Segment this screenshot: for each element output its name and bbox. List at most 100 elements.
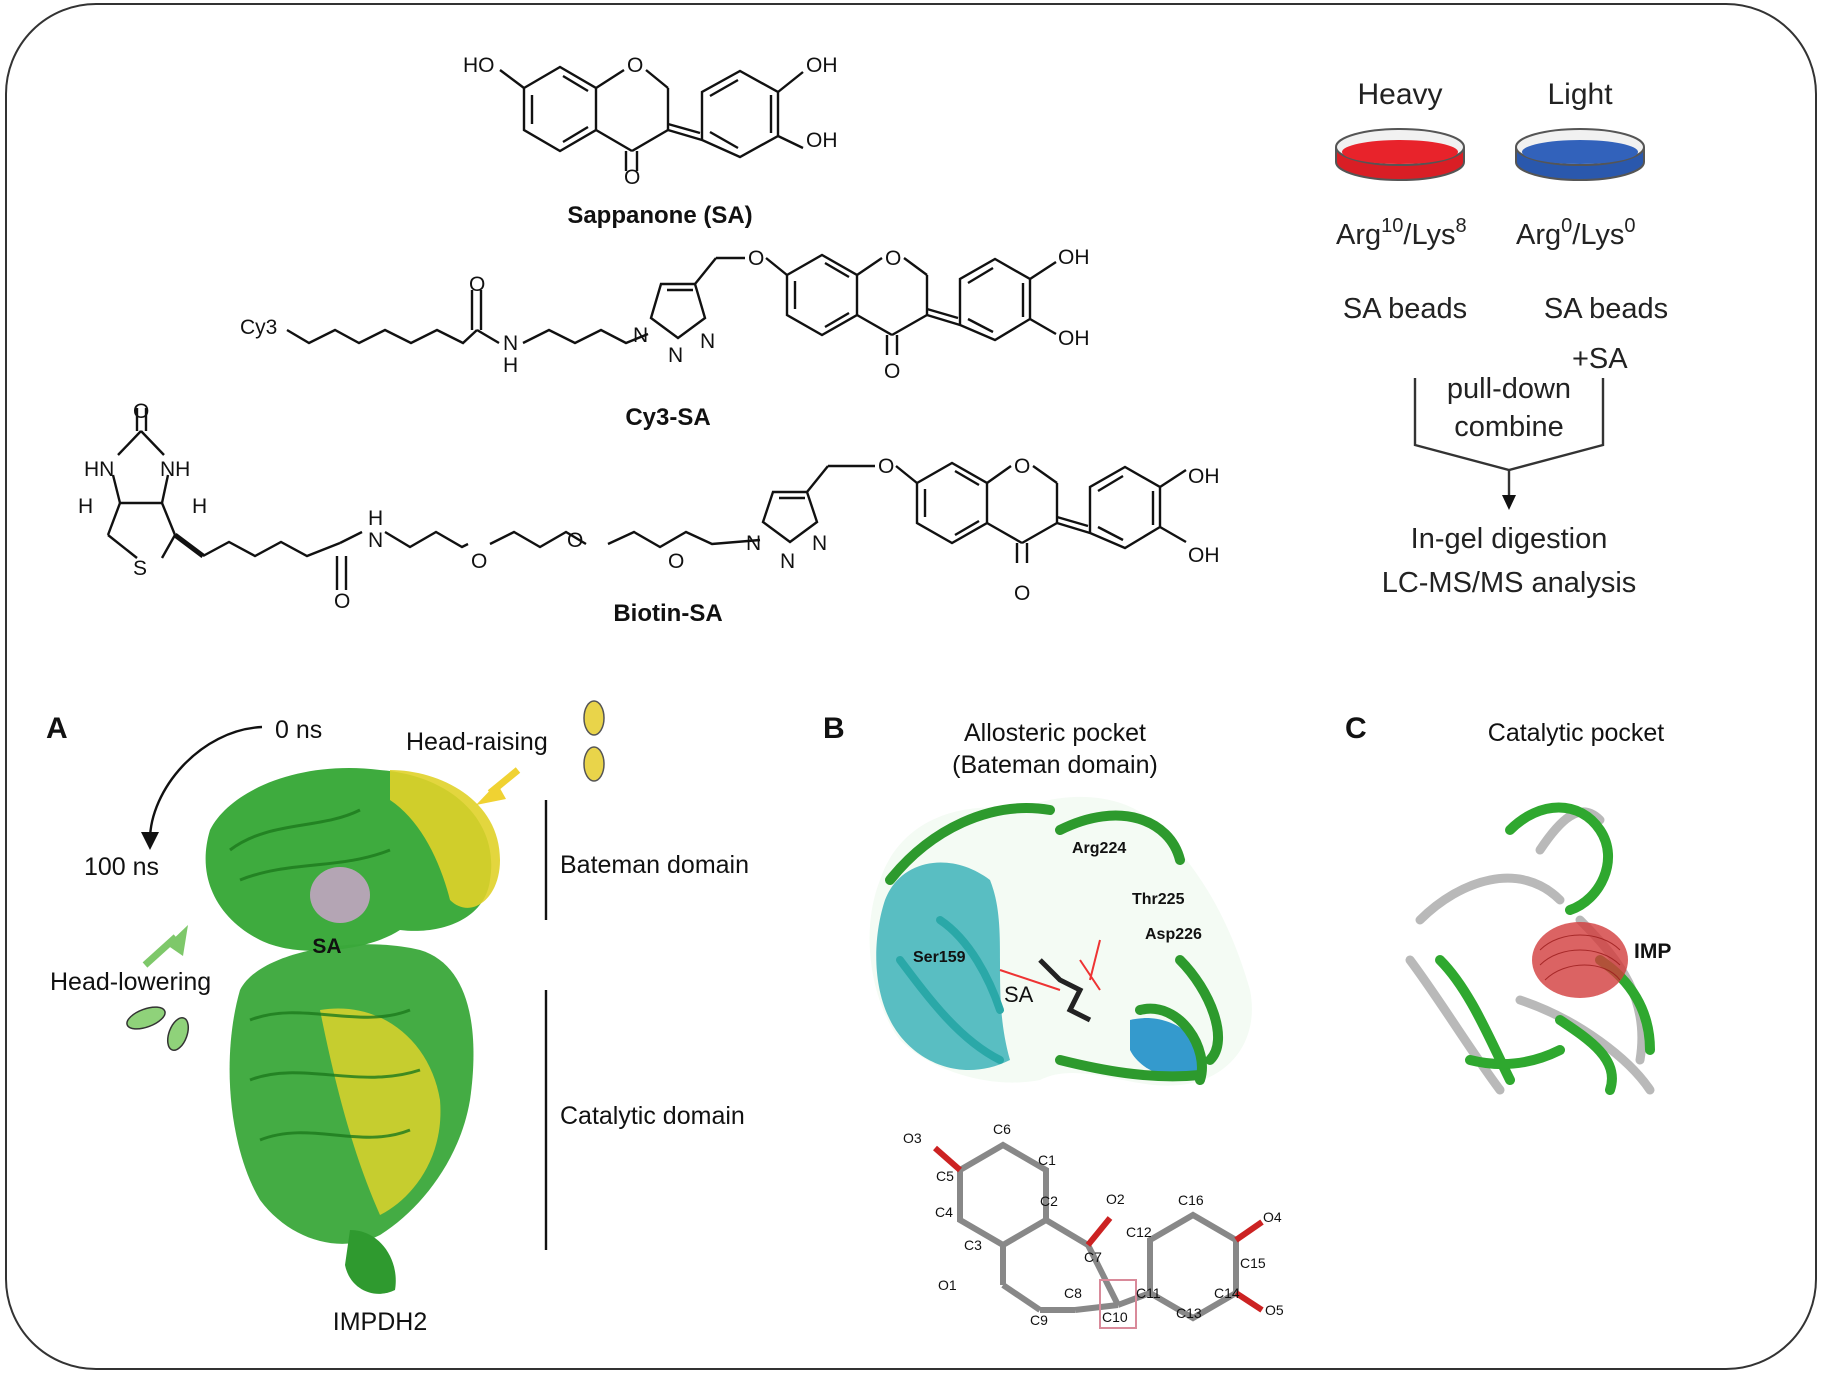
atom-c16: C16 [1178,1192,1204,1208]
step1-label: In-gel digestion [1411,523,1608,555]
atom-o5: O5 [1265,1302,1284,1318]
pulldown-label: pull-down [1447,373,1571,405]
panel-b-sa-label: SA [1004,982,1034,1007]
atom-c8: C8 [1064,1285,1082,1301]
cy3-n2-label: N [668,344,683,367]
biotin-h-left-label: H [78,495,93,518]
head-lowering-arrow [142,925,188,968]
time-end-label: 100 ns [84,853,159,881]
biotin-o-peg2-label: O [567,529,583,552]
cy3-o-ring-label: O [885,247,901,270]
sappanone-structure [499,65,804,171]
biotin-h-right-label: H [192,495,207,518]
cy3-o-keto-label: O [884,360,900,383]
light-dish [1515,128,1645,181]
plus-sa-label: +SA [1572,343,1628,375]
biotin-s-label: S [133,557,147,580]
atom-c4: C4 [935,1204,953,1220]
light-title: Light [1547,78,1613,111]
head-lowering-label: Head-lowering [50,968,211,996]
cy3-h-amide-label: H [503,354,518,377]
numbered-sa-structure [933,1141,1264,1329]
atom-c12: C12 [1126,1224,1152,1240]
cy3-oh1-label: OH [1058,246,1090,269]
sa-o-keto-label: O [624,166,640,189]
biotin-nh-label: NH [160,458,190,481]
cy3-label: Cy3 [240,316,277,339]
residue-thr225: Thr225 [1132,891,1185,908]
atom-c11: C11 [1136,1285,1161,1301]
time-start-label: 0 ns [275,716,322,744]
atom-o2: O2 [1106,1191,1125,1207]
biotin-o-keto-label: O [1014,582,1030,605]
atom-c3: C3 [964,1237,982,1253]
residue-arg224: Arg224 [1072,840,1126,857]
time-arrowhead [141,832,159,850]
biotin-n-amide-label: N [368,529,383,552]
impdh2-protein-render [205,768,500,1294]
atom-c6: C6 [993,1121,1011,1137]
biotin-o-peg3-label: O [668,550,684,573]
atom-c14: C14 [1214,1285,1240,1301]
atom-o3: O3 [903,1130,922,1146]
workflow-funnel [1413,378,1605,497]
atom-c7: C7 [1084,1249,1102,1265]
atom-c10: C10 [1102,1309,1128,1325]
biotin-hn-label: HN [84,458,114,481]
head-lowering-icon [126,1006,190,1052]
panel-c-letter: C [1345,712,1367,745]
atom-o1: O1 [938,1277,957,1293]
step2-label: LC-MS/MS analysis [1382,567,1637,599]
cy3-n1-label: N [633,324,648,347]
atom-c13: C13 [1176,1305,1202,1321]
biotin-sa-name: Biotin-SA [613,600,722,627]
atom-c2: C2 [1040,1193,1058,1209]
cy3-sa-structure [286,253,1057,355]
biotin-o-urea-label: O [133,400,149,423]
cy3-o-amide-label: O [469,273,485,296]
sa-name: Sappanone (SA) [567,202,752,229]
atom-c5: C5 [936,1168,954,1184]
cy3-oh2-label: OH [1058,327,1090,350]
panel-b-letter: B [823,712,845,745]
biotin-oh2-label: OH [1188,544,1220,567]
cy3-sa-name: Cy3-SA [625,404,710,431]
light-beads-label: SA beads [1544,293,1668,325]
biotin-oh1-label: OH [1188,465,1220,488]
catalytic-label: Catalytic domain [560,1102,745,1130]
residue-ser159: Ser159 [913,949,966,966]
panel-b-title2: (Bateman domain) [952,751,1158,779]
panel-c-title: Catalytic pocket [1488,719,1665,747]
biotin-o-ether-label: O [878,455,894,478]
cy3-n3-label: N [700,330,715,353]
sa-o-ring-label: O [627,54,643,77]
heavy-dish [1335,128,1465,181]
light-isotope-label: Arg0/Lys0 [1516,215,1636,251]
residue-asp226: Asp226 [1145,926,1202,943]
time-arrow [148,725,263,841]
atom-o4: O4 [1263,1209,1282,1225]
workflow-arrowhead [1502,495,1516,510]
biotin-n3-label: N [812,532,827,555]
biotin-n2-label: N [780,550,795,573]
biotin-sa-structure [106,408,1187,590]
sa-ho-label: HO [463,54,495,77]
head-raising-arrow [476,767,521,805]
biotin-o-peg1-label: O [471,550,487,573]
panel-a-sa-label: SA [312,935,341,958]
heavy-isotope-label: Arg10/Lys8 [1336,215,1467,251]
atom-c15: C15 [1240,1255,1266,1271]
head-raising-label: Head-raising [406,728,548,756]
atom-c9: C9 [1030,1312,1048,1328]
catalytic-pocket-render [1405,802,1655,1095]
atom-c1: C1 [1038,1152,1056,1168]
biotin-n1-label: N [746,532,761,555]
heavy-beads-label: SA beads [1343,293,1467,325]
cy3-o-ether-label: O [748,247,764,270]
biotin-h-amide-label: H [368,507,383,530]
sa-oh1-label: OH [806,54,838,77]
biotin-o-ring-label: O [1014,455,1030,478]
panel-b-title1: Allosteric pocket [964,719,1146,747]
cy3-n-amide-label: N [503,332,518,355]
